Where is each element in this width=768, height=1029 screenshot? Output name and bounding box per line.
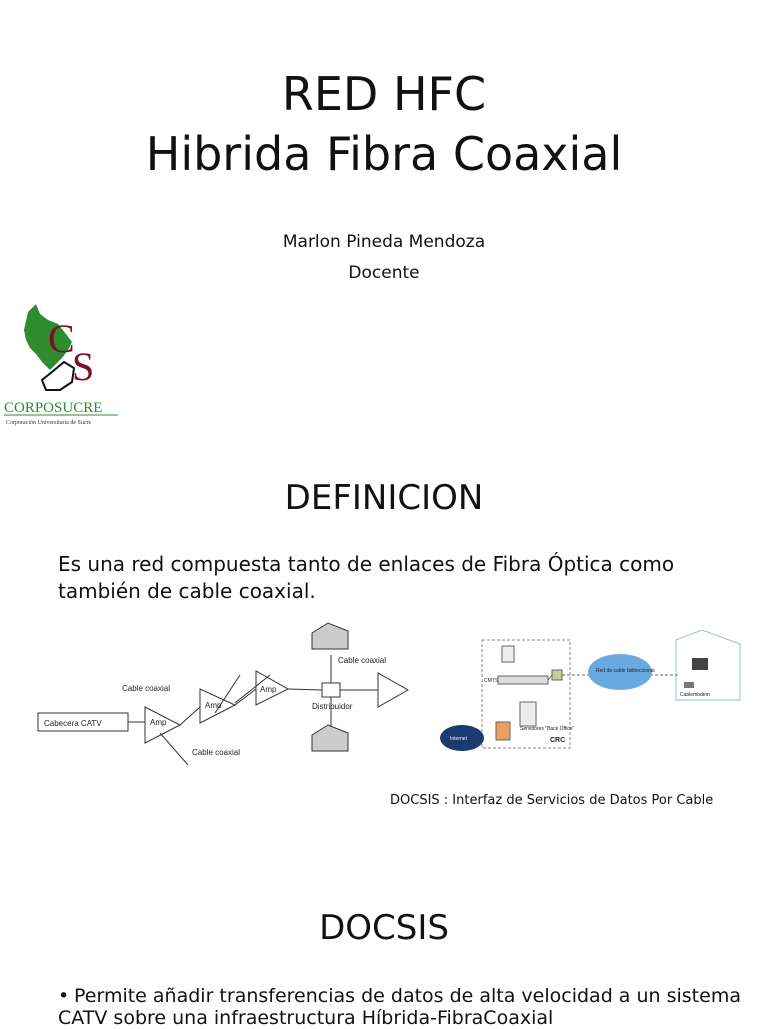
cmts-icon	[497, 675, 549, 685]
internet-label: Internet	[450, 736, 468, 742]
corposucre-logo: C S CORPOSUCRE Corporación Universitaria…	[4, 304, 118, 426]
cable-label-top: Cable coaxial	[122, 684, 170, 693]
docsis-caption: DOCSIS : Interfaz de Servicios de Datos …	[390, 793, 714, 808]
hfc-distribution-diagram: Cabecera CATV Amp Amp Amp Cable coaxial …	[37, 622, 410, 766]
cablemodem-label: Cablemodem	[680, 692, 710, 698]
logo-letter-s: S	[72, 344, 94, 389]
home-outline	[675, 630, 741, 701]
cable-label-right: Cable coaxial	[338, 656, 386, 665]
docsis-bullet: •Permite añadir transferencias de datos …	[58, 985, 748, 1029]
title-line-2: Hibrida Fibra Coaxial	[145, 127, 623, 181]
logo-wordmark: CORPOSUCRE	[4, 400, 102, 416]
definicion-heading: DEFINICION	[284, 478, 484, 518]
cable-network-cloud	[588, 654, 652, 690]
cable-cloud-label: Red de cable bidireccional	[596, 668, 655, 674]
amp-2-label: Amp	[205, 701, 222, 710]
docsis-heading: DOCSIS	[319, 908, 449, 948]
server-icon	[501, 645, 515, 663]
servers-label: Servidores "Back Office"	[520, 726, 575, 732]
distributor-label: Distribuidor	[312, 702, 353, 711]
amp-1-label: Amp	[150, 718, 167, 727]
amp-4	[377, 672, 410, 708]
house-top-icon	[311, 622, 349, 650]
docsis-network-diagram: CMTS Internet Servidores "Back Office" C…	[440, 630, 741, 751]
internet-cloud	[440, 725, 484, 751]
back-office-server-icon	[519, 701, 537, 727]
author-role: Docente	[348, 263, 420, 283]
distributor-box	[321, 682, 341, 698]
modulator-icon	[551, 669, 563, 681]
cablemodem-icon	[684, 682, 694, 688]
amp-2	[199, 688, 237, 724]
head-end-label: Cabecera CATV	[44, 719, 102, 728]
cmts-label: CMTS	[484, 678, 499, 684]
logo-subtitle: Corporación Universitaria de Sucre	[6, 420, 91, 426]
amp-1	[144, 706, 182, 744]
docsis-bullet-text: Permite añadir transferencias de datos d…	[58, 985, 741, 1029]
crc-label: CRC	[550, 737, 565, 744]
amp-3-label: Amp	[260, 685, 277, 694]
firewall-icon	[495, 721, 511, 741]
author-name: Marlon Pineda Mendoza	[282, 232, 486, 252]
title-line-1: RED HFC	[281, 67, 487, 121]
bullet-marker: •	[58, 985, 70, 1007]
logo-letter-c: C	[48, 316, 75, 361]
cable-label-bottom: Cable coaxial	[192, 748, 240, 757]
house-bottom-icon	[311, 724, 349, 752]
definicion-text: Es una red compuesta tanto de enlaces de…	[58, 552, 675, 603]
pc-icon	[692, 658, 708, 670]
